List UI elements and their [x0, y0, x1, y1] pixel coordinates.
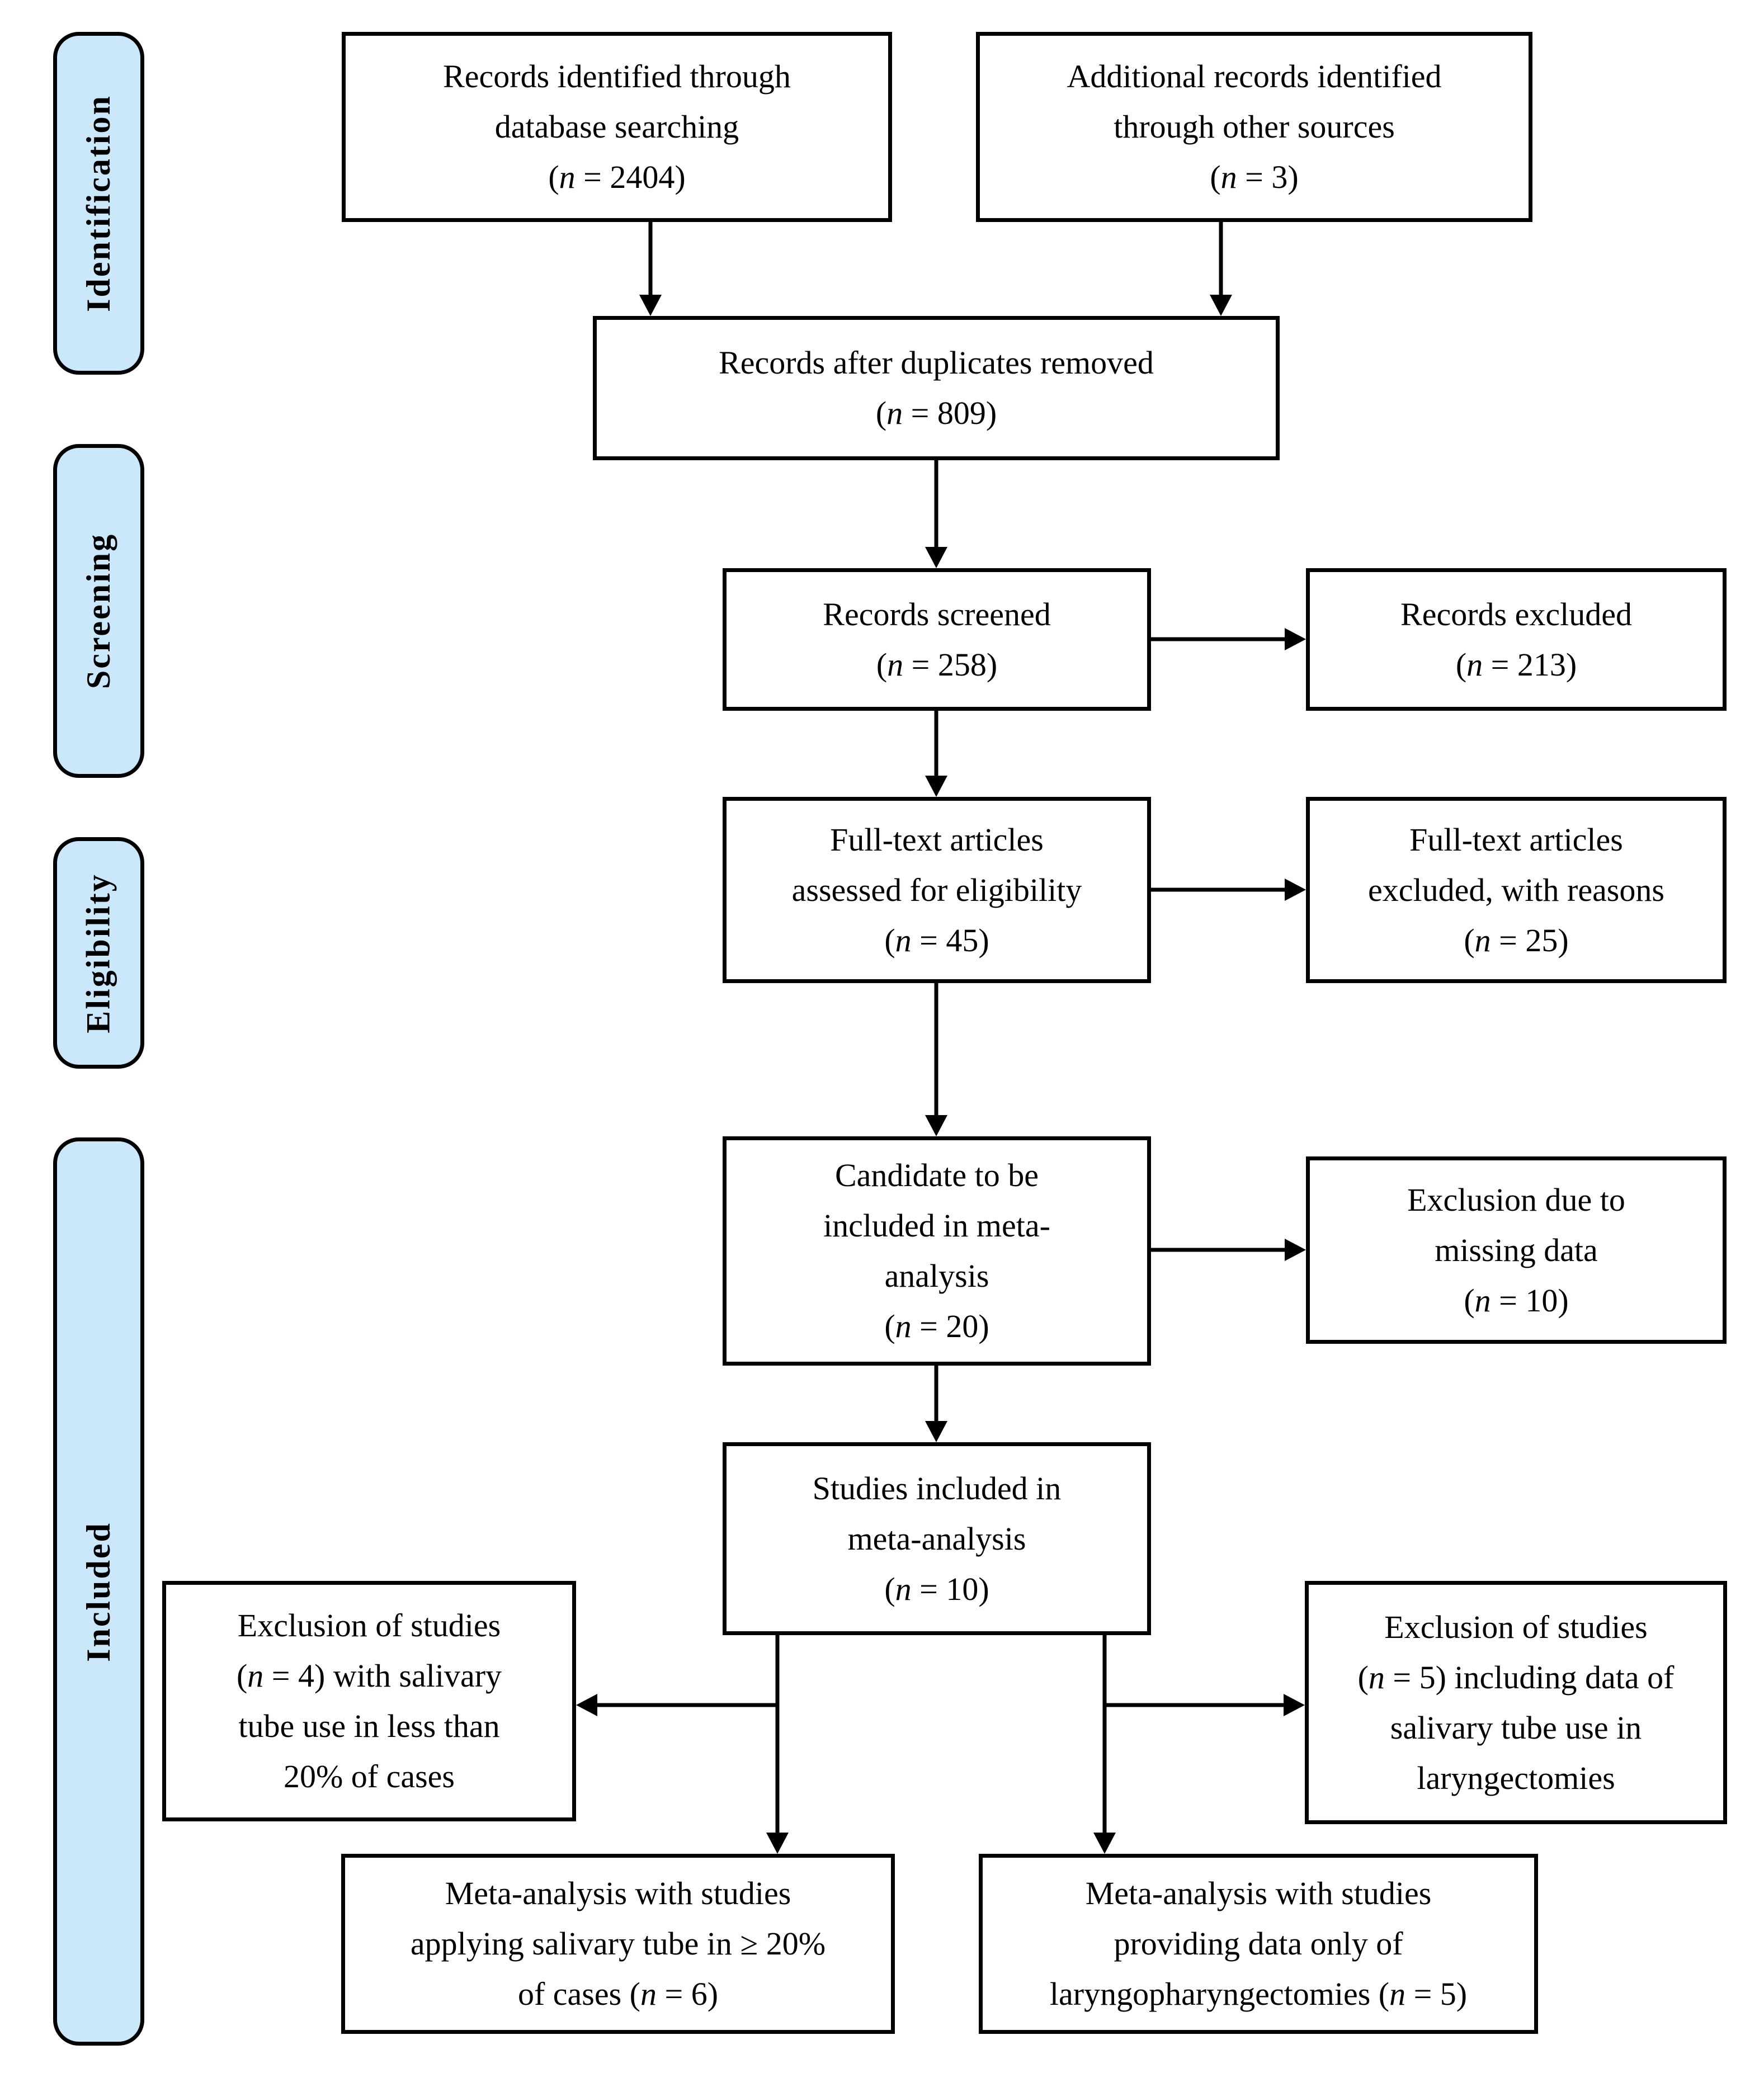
stage-screening-label: Screening — [80, 532, 117, 690]
box-text-line: analysis — [884, 1258, 989, 1294]
box-text-line: Meta-analysis with studies — [445, 1875, 791, 1911]
box-text-line: (n = 2404) — [548, 159, 686, 195]
box-text-line: Candidate to be — [834, 1157, 1039, 1193]
box-text-line: Records screened — [823, 596, 1051, 632]
box-text-line: (n = 809) — [875, 395, 997, 431]
arrow-fulltext-to-ft-excluded — [1151, 879, 1306, 901]
box-text-line: excluded, with reasons — [1368, 871, 1664, 908]
box-text-line: Records identified through — [443, 58, 791, 95]
box-after-duplicates: Records after duplicates removed (n = 80… — [593, 316, 1280, 460]
box-text-line: (n = 10) — [884, 1570, 989, 1607]
stage-screening: Screening — [53, 444, 144, 778]
box-text-line: tube use in less than — [238, 1708, 500, 1744]
box-text-line: (n = 3) — [1210, 159, 1299, 195]
box-text-line: meta-analysis — [847, 1520, 1026, 1557]
box-text-line: Full-text articles — [1409, 821, 1623, 858]
arrow-identified-to-dedup — [639, 222, 662, 316]
arrow-screened-to-fulltext — [925, 711, 947, 797]
box-records-identified: Records identified through database sear… — [342, 32, 892, 222]
box-text-line: of cases (n = 6) — [517, 1976, 719, 2012]
arrow-screened-to-excluded — [1151, 628, 1306, 650]
box-text-line: Exclusion of studies — [237, 1607, 501, 1644]
box-text-line: (n = 20) — [884, 1308, 989, 1344]
box-text-line: (n = 45) — [884, 922, 989, 958]
box-exclusion-missing-data: Exclusion due to missing data (n = 10) — [1306, 1156, 1727, 1344]
arrow-fulltext-to-candidate — [925, 983, 947, 1136]
box-text-line: through other sources — [1114, 108, 1395, 145]
box-text-line: Exclusion due to — [1407, 1181, 1625, 1218]
stage-included-label: Included — [80, 1521, 117, 1662]
arrow-included-to-meta-laryngopharyngectomy — [1093, 1635, 1116, 1854]
box-text-line: providing data only of — [1114, 1925, 1403, 1962]
box-fulltext-excluded: Full-text articles excluded, with reason… — [1306, 797, 1727, 983]
box-meta-laryngopharyngectomy: Meta-analysis with studies providing dat… — [979, 1854, 1538, 2034]
box-text-line: database searching — [494, 108, 739, 145]
box-text-line: Full-text articles — [830, 821, 1044, 858]
box-records-screened: Records screened (n = 258) — [723, 568, 1151, 711]
arrow-candidate-to-missing-data — [1151, 1239, 1306, 1261]
box-text-line: Records excluded — [1400, 596, 1632, 632]
stage-eligibility: Eligibility — [53, 837, 144, 1069]
stage-included: Included — [53, 1137, 144, 2046]
arrow-branch-to-excluded-lt20 — [576, 1694, 777, 1716]
box-text-line: included in meta- — [823, 1207, 1050, 1244]
stage-eligibility-label: Eligibility — [80, 872, 117, 1033]
box-studies-included-meta: Studies included in meta-analysis (n = 1… — [723, 1442, 1151, 1635]
box-text-line: (n = 4) with salivary — [236, 1658, 502, 1694]
box-text-line: (n = 213) — [1455, 646, 1577, 683]
arrow-dedup-to-screened — [925, 460, 947, 568]
box-text-line: laryngopharyngectomies (n = 5) — [1049, 1976, 1468, 2012]
box-exclusion-salivary-lt20: Exclusion of studies (n = 4) with saliva… — [162, 1581, 576, 1821]
box-fulltext-assessed: Full-text articles assessed for eligibil… — [723, 797, 1151, 983]
box-text-line: assessed for eligibility — [791, 871, 1082, 908]
box-text-line: laryngectomies — [1417, 1759, 1615, 1796]
box-text-line: Studies included in — [812, 1470, 1062, 1507]
arrow-candidate-to-included — [925, 1366, 947, 1442]
box-text-line: (n = 25) — [1464, 922, 1569, 958]
box-candidate-meta-analysis: Candidate to be included in meta- analys… — [723, 1136, 1151, 1366]
arrow-branch-to-excluded-laryngectomy — [1105, 1694, 1305, 1716]
box-text-line: Exclusion of studies — [1384, 1608, 1648, 1645]
box-text-line: Records after duplicates removed — [719, 344, 1154, 381]
box-exclusion-laryngectomy-data: Exclusion of studies (n = 5) including d… — [1305, 1581, 1727, 1824]
box-text-line: missing data — [1435, 1231, 1598, 1268]
stage-identification-label: Identification — [80, 95, 117, 312]
stage-identification: Identification — [53, 32, 144, 375]
box-text-line: 20% of cases — [283, 1758, 455, 1795]
box-text-line: salivary tube use in — [1390, 1709, 1642, 1746]
box-text-line: Additional records identified — [1067, 58, 1442, 95]
box-text-line: applying salivary tube in ≥ 20% — [410, 1925, 826, 1962]
box-meta-salivary-ge20: Meta-analysis with studies applying sali… — [341, 1854, 895, 2034]
box-text-line: (n = 258) — [876, 646, 998, 683]
box-additional-records: Additional records identified through ot… — [976, 32, 1532, 222]
box-records-excluded: Records excluded (n = 213) — [1306, 568, 1727, 711]
arrow-included-to-meta-ge20 — [766, 1635, 789, 1854]
box-text-line: (n = 10) — [1464, 1282, 1569, 1319]
arrow-additional-to-dedup — [1210, 222, 1232, 316]
box-text-line: Meta-analysis with studies — [1085, 1875, 1432, 1911]
box-text-line: (n = 5) including data of — [1357, 1659, 1675, 1696]
